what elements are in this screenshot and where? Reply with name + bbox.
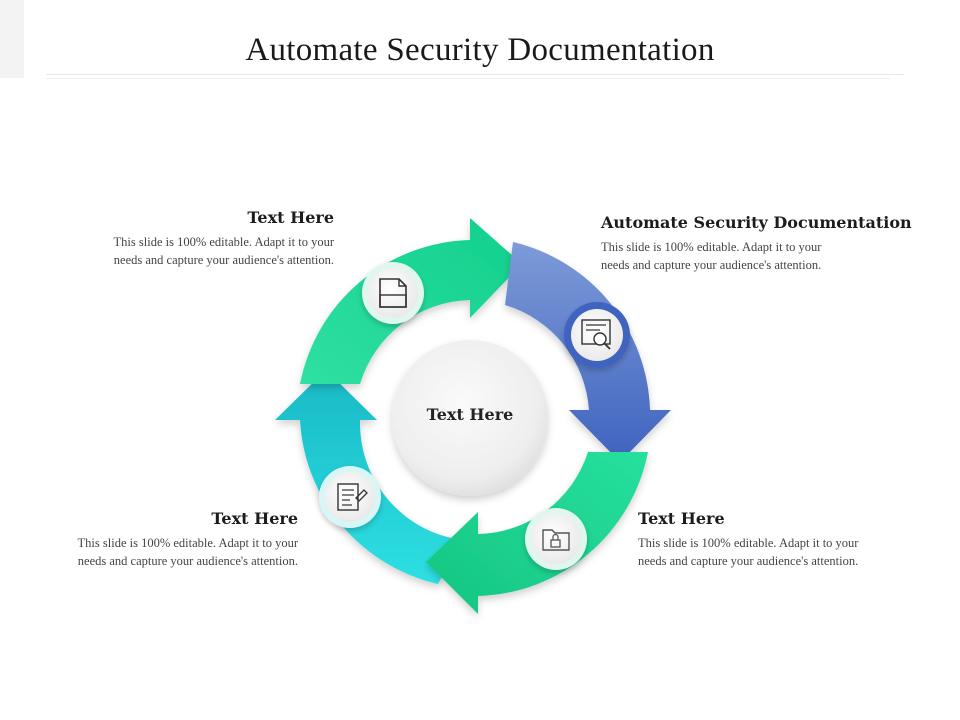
title-divider-secondary	[46, 78, 890, 79]
center-circle	[392, 340, 548, 496]
block-heading: Automate Security Documentation	[601, 213, 912, 232]
text-block-bottom-left: Text Here This slide is 100% editable. A…	[28, 509, 298, 570]
edit-document-icon	[319, 466, 381, 528]
block-heading: Text Here	[638, 509, 725, 528]
block-heading: Text Here	[247, 208, 334, 227]
center-label: Text Here	[426, 405, 514, 424]
block-heading: Text Here	[211, 509, 298, 528]
title-divider	[46, 74, 904, 75]
block-body: This slide is 100% editable. Adapt it to…	[113, 235, 334, 267]
text-block-top-right: Automate Security Documentation This sli…	[601, 213, 912, 274]
block-body: This slide is 100% editable. Adapt it to…	[77, 536, 298, 568]
text-block-top-left: Text Here This slide is 100% editable. A…	[64, 208, 334, 269]
block-body: This slide is 100% editable. Adapt it to…	[638, 536, 859, 568]
block-body: This slide is 100% editable. Adapt it to…	[601, 240, 822, 272]
code-search-icon	[564, 302, 630, 368]
text-block-bottom-right: Text Here This slide is 100% editable. A…	[638, 509, 908, 570]
corner-tab	[0, 0, 24, 78]
document-icon	[362, 262, 424, 324]
locked-folder-icon	[525, 508, 587, 570]
page-title: Automate Security Documentation	[245, 32, 715, 68]
